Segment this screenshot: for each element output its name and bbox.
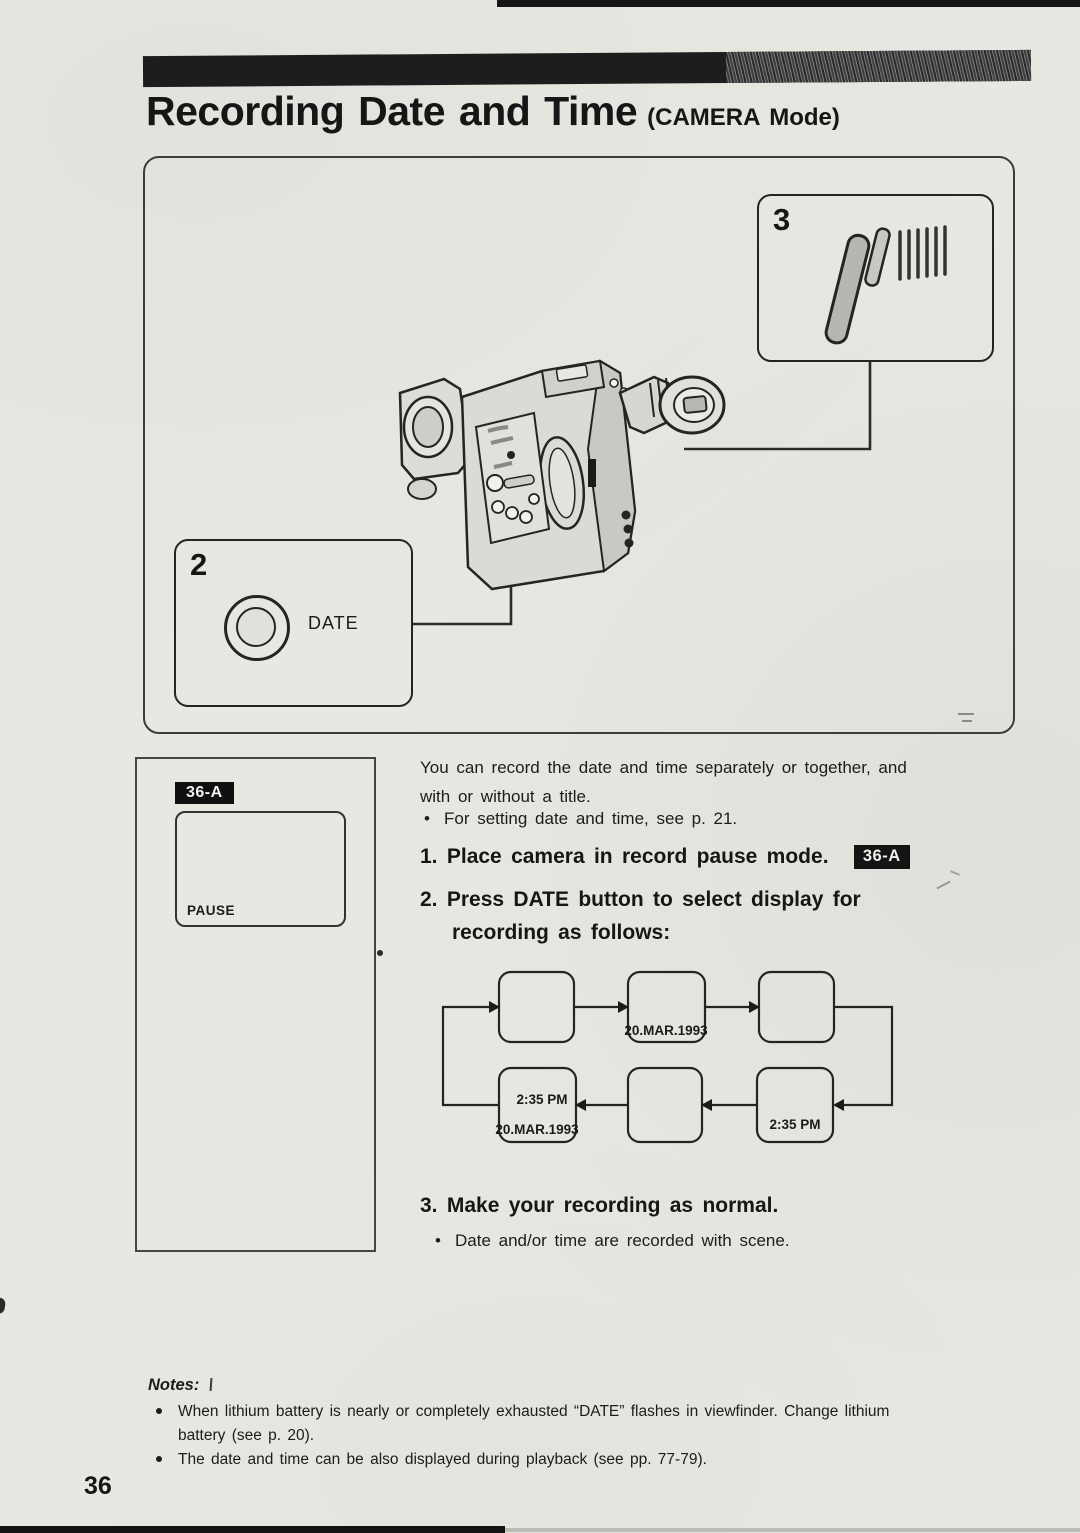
flow-box-blank-1 <box>497 970 576 1044</box>
bullet-icon: • <box>424 809 430 828</box>
flow-label-datetime-time: 2:35 PM <box>516 1092 567 1107</box>
flow-box-blank-3 <box>626 1066 704 1144</box>
step-2-text-1: Press DATE button to select display for <box>446 888 861 911</box>
flow-rail-right <box>834 1005 894 1107</box>
date-button-inner <box>236 607 276 647</box>
step-2-line-1: 2. Press DATE button to select display f… <box>420 888 861 912</box>
date-switch-icon <box>824 225 947 345</box>
page-title-suffix: (CAMERA Mode) <box>647 104 840 131</box>
step-2-number: 2. <box>420 888 438 911</box>
step-3-number: 3. <box>420 1194 438 1217</box>
callout-box-3: 3 <box>757 194 994 362</box>
scan-mark <box>958 713 974 722</box>
note-2-line-1: The date and time can be also displayed … <box>178 1451 707 1468</box>
halftone-texture <box>725 49 1032 84</box>
display-cycle-diagram: 20.MAR.1993 2:35 PM 2:35 PM 20.MAR.1993 <box>441 970 894 1144</box>
step-3-text: Make your recording as normal. <box>446 1194 779 1217</box>
notes-heading: Notes: <box>148 1376 200 1394</box>
step-3-bullet-text: Date and/or time are recorded with scene… <box>455 1231 790 1250</box>
callout-number-3: 3 <box>773 202 791 237</box>
intro-bullet: • For setting date and time, see p. 21. <box>424 809 737 829</box>
intro-line-1: You can record the date and time separat… <box>420 758 907 777</box>
flow-label-datetime-date: 20.MAR.1993 <box>495 1122 579 1137</box>
page-number: 36 <box>84 1472 112 1500</box>
camcorder-illustration <box>398 359 726 591</box>
step-1-number: 1. <box>420 845 438 868</box>
date-button-icon <box>224 595 290 661</box>
bottom-scan-bar <box>0 1526 505 1533</box>
step-2-line-2: recording as follows: <box>452 921 671 944</box>
flow-label-date: 20.MAR.1993 <box>624 1023 708 1038</box>
bullet-icon <box>156 1456 162 1462</box>
top-scan-bar <box>497 0 1080 7</box>
scan-artifact-smudge <box>949 870 961 876</box>
bullet-icon: • <box>435 1231 441 1250</box>
callout-box-2: 2 DATE <box>174 539 413 707</box>
intro-bullet-text: For setting date and time, see p. 21. <box>444 809 738 828</box>
figure-badge-36a: 36-A <box>175 782 234 804</box>
flow-box-blank-2 <box>757 970 836 1044</box>
scan-artifact-tick <box>209 1377 213 1392</box>
page-title-main: Recording Date and Time <box>146 88 638 134</box>
page-title: Recording Date and Time (CAMERA Mode) <box>146 88 840 135</box>
step-3-bullet: • Date and/or time are recorded with scen… <box>435 1231 790 1251</box>
scan-artifact-smudge <box>936 880 951 890</box>
note-1-line-1: When lithium battery is nearly or comple… <box>178 1403 890 1420</box>
callout-number-2: 2 <box>190 547 208 582</box>
flow-rail-left <box>441 1005 499 1107</box>
grille-lines <box>898 225 947 281</box>
bottom-scan-bar-faint <box>505 1528 1080 1532</box>
date-button-label: DATE <box>308 613 359 633</box>
step-1-badge: 36-A <box>853 845 910 869</box>
scan-artifact-dot <box>377 950 383 956</box>
step-1-text: Place camera in record pause mode. <box>446 845 829 868</box>
section-title-bar <box>142 49 1032 88</box>
intro-paragraph: You can record the date and time separat… <box>420 753 1042 811</box>
flow-label-time: 2:35 PM <box>769 1117 820 1132</box>
viewfinder-panel: 36-A PAUSE <box>135 757 376 1252</box>
illustration-panel: 3 2 DATE <box>143 156 1015 734</box>
step-3: 3. Make your recording as normal. <box>420 1194 778 1218</box>
intro-line-2: with or without a title. <box>420 787 591 806</box>
step-1: 1. Place camera in record pause mode. 36… <box>420 845 910 869</box>
pause-status-label: PAUSE <box>187 903 236 918</box>
bullet-icon <box>156 1408 162 1414</box>
scan-artifact <box>0 1297 7 1315</box>
flow-arrowheads <box>489 1001 844 1111</box>
viewfinder-display: PAUSE <box>175 811 346 927</box>
callout-line-3 <box>684 361 872 451</box>
note-1-line-2: battery (see p. 20). <box>178 1427 315 1444</box>
